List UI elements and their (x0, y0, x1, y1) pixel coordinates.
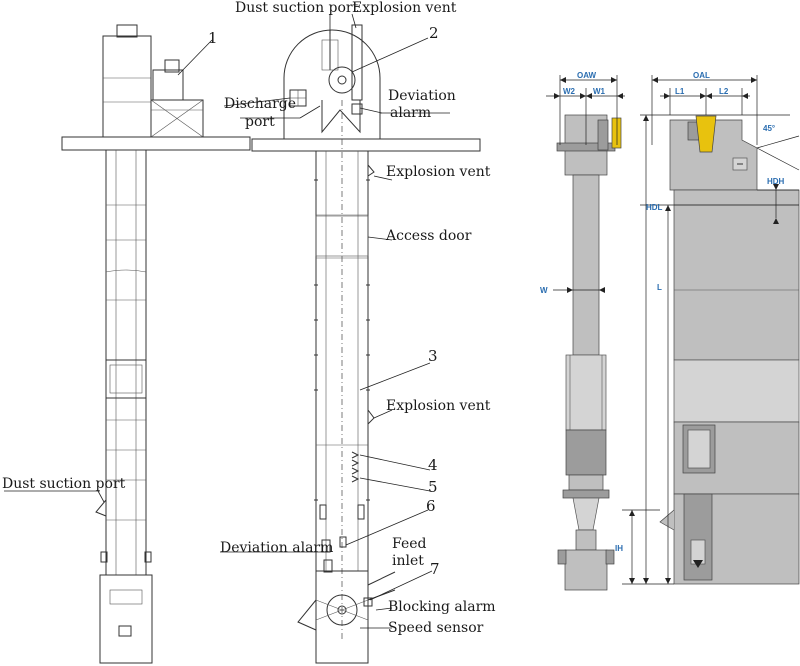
head-pulley (328, 66, 356, 94)
label-speed-sensor: Speed sensor (388, 620, 484, 636)
dim-w2: W2 (563, 87, 576, 96)
label-deviation-alarm-top-line1: Deviation (388, 88, 456, 104)
side-casing (673, 189, 800, 361)
dim-l2: L2 (719, 87, 729, 96)
dim-hdh: HDH (767, 177, 785, 186)
casing-bolts (314, 179, 370, 501)
buckets (351, 451, 360, 483)
callout-2: 2 (429, 24, 439, 42)
head-housing-left (102, 35, 152, 138)
label-discharge-port-line2: port (245, 114, 275, 130)
label-explosion-vent-low: Explosion vent (386, 398, 491, 414)
label-deviation-alarm-top-line2: alarm (390, 105, 431, 121)
dim-l1: L1 (675, 87, 685, 96)
label-deviation-alarm-bottom: Deviation alarm (220, 540, 333, 556)
callout-3: 3 (428, 347, 438, 365)
dim-oal: OAL (693, 71, 710, 80)
label-dust-suction-port-top: Dust suction port (235, 0, 359, 16)
label-access-door: Access door (385, 228, 472, 244)
callout-1: 1 (208, 29, 218, 47)
dim-oaw: OAW (577, 71, 597, 80)
tail-pulley (326, 594, 358, 626)
dim-l: L (657, 283, 662, 292)
boot-left (99, 574, 153, 664)
dim-w: W (540, 286, 548, 295)
front-motor (611, 117, 622, 149)
callout-7: 7 (430, 560, 440, 578)
feed-inlet-chute (367, 571, 396, 601)
front-casing (572, 174, 600, 356)
callout-6: 6 (426, 497, 436, 515)
label-feed-inlet-line1: Feed (392, 536, 427, 552)
label-discharge-port-line1: Discharge (224, 96, 296, 112)
right-front-view (546, 75, 625, 591)
label-dust-suction-port-left: Dust suction port (2, 476, 126, 492)
callout-5: 5 (428, 478, 438, 496)
side-motor (695, 115, 717, 153)
dim-w1: W1 (593, 87, 606, 96)
access-door-middle (315, 215, 369, 257)
label-feed-inlet-line2: inlet (392, 553, 424, 569)
middle-section-drawing (220, 13, 481, 664)
boot-middle (315, 570, 369, 664)
dim-hdl: HDL (646, 203, 663, 212)
dim-ih: IH (615, 544, 623, 553)
callout-4: 4 (428, 456, 438, 474)
dim-angle: 45° (763, 124, 775, 133)
label-explosion-vent-top: Explosion vent (352, 0, 457, 16)
right-side-view (622, 75, 800, 585)
head-dome (283, 29, 381, 139)
label-explosion-vent-mid: Explosion vent (386, 164, 491, 180)
casing-left (105, 149, 147, 576)
front-boot (564, 549, 608, 591)
access-door-left (105, 359, 147, 399)
left-elevation-drawing (4, 24, 251, 664)
label-blocking-alarm: Blocking alarm (388, 599, 496, 615)
floor-slab-left (61, 136, 251, 151)
floor-slab-middle (251, 138, 481, 152)
